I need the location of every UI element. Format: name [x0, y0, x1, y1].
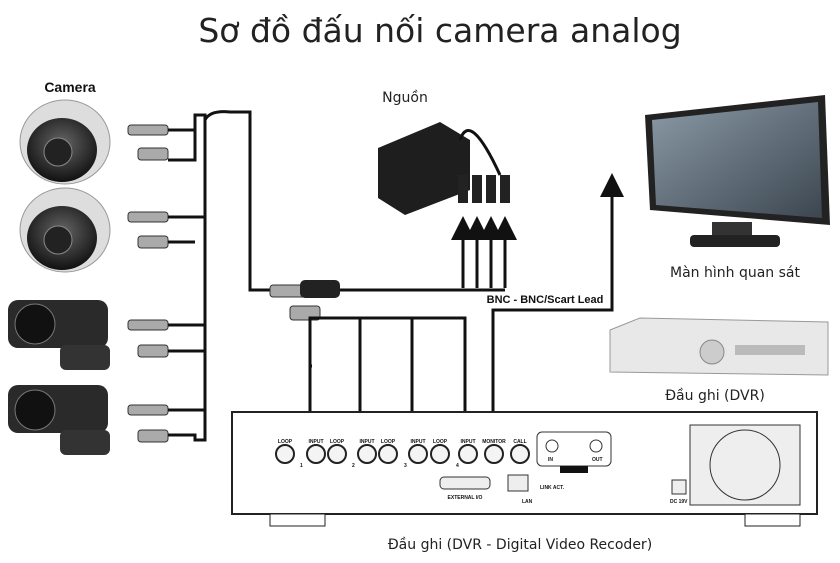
port-label-call: CALL: [513, 439, 526, 445]
port-label-in: IN: [548, 457, 553, 463]
port-label-input-1: INPUT: [309, 439, 324, 445]
dome-camera-1: [19, 99, 111, 185]
dc-power-port: [671, 479, 687, 495]
bnc-port: [510, 444, 530, 464]
camera-bus-wires: [168, 110, 270, 442]
bnc-port: [275, 444, 295, 464]
port-label-out: OUT: [592, 457, 603, 463]
channel-4: 4: [456, 463, 459, 469]
lead-label: BNC - BNC/Scart Lead: [487, 294, 604, 306]
dvr-front-label: Đầu ghi (DVR): [665, 388, 765, 404]
port-label-loop-1: LOOP: [278, 439, 293, 445]
port-label-input-4: INPUT: [461, 439, 476, 445]
lan-label: LAN: [522, 499, 533, 505]
dvr-back-label: Đầu ghi (DVR - Digital Video Recoder): [388, 537, 652, 553]
port-label-monitor: MONITOR: [482, 439, 506, 445]
port-label-input-2: INPUT: [360, 439, 375, 445]
channel-1: 1: [300, 463, 303, 469]
bnc-port: [327, 444, 347, 464]
camera-label: Camera: [44, 79, 96, 95]
bnc-port: [378, 444, 398, 464]
port-label-loop-3: LOOP: [381, 439, 396, 445]
dc-label: DC 19V: [670, 499, 688, 505]
bnc-port: [408, 444, 428, 464]
video-input-wires: [298, 316, 477, 440]
port-label-input-3: INPUT: [411, 439, 426, 445]
channel-2: 2: [352, 463, 355, 469]
bullet-camera-1: [8, 300, 110, 370]
port-label-loop-4: LOOP: [433, 439, 448, 445]
external-io-label: EXTERNAL I/O: [448, 495, 483, 501]
dvr-back-panel: [231, 411, 818, 527]
bnc-ports: [275, 444, 530, 464]
diagram-title: Sơ đồ đấu nối camera analog: [198, 11, 681, 50]
external-io-port: [439, 476, 491, 490]
power-adapter: [378, 122, 510, 215]
channel-3: 3: [404, 463, 407, 469]
bullet-camera-2: [8, 385, 110, 455]
bnc-port: [458, 444, 478, 464]
monitor-wire: [491, 173, 624, 428]
power-wires: [340, 216, 517, 292]
dome-camera-2: [19, 187, 111, 273]
dvr-front-unit: [609, 317, 829, 376]
lan-port: [507, 474, 529, 492]
port-label-loop-2: LOOP: [330, 439, 345, 445]
camera-connectors: [127, 124, 169, 443]
power-label: Nguồn: [382, 89, 428, 106]
splitter-connector: [269, 280, 340, 321]
bnc-port: [484, 444, 504, 464]
bnc-port: [306, 444, 326, 464]
link-label: LINK ACT.: [540, 485, 565, 491]
monitor-label: Màn hình quan sát: [670, 265, 800, 281]
bnc-port: [357, 444, 377, 464]
bnc-port: [430, 444, 450, 464]
monitor: [645, 95, 830, 247]
